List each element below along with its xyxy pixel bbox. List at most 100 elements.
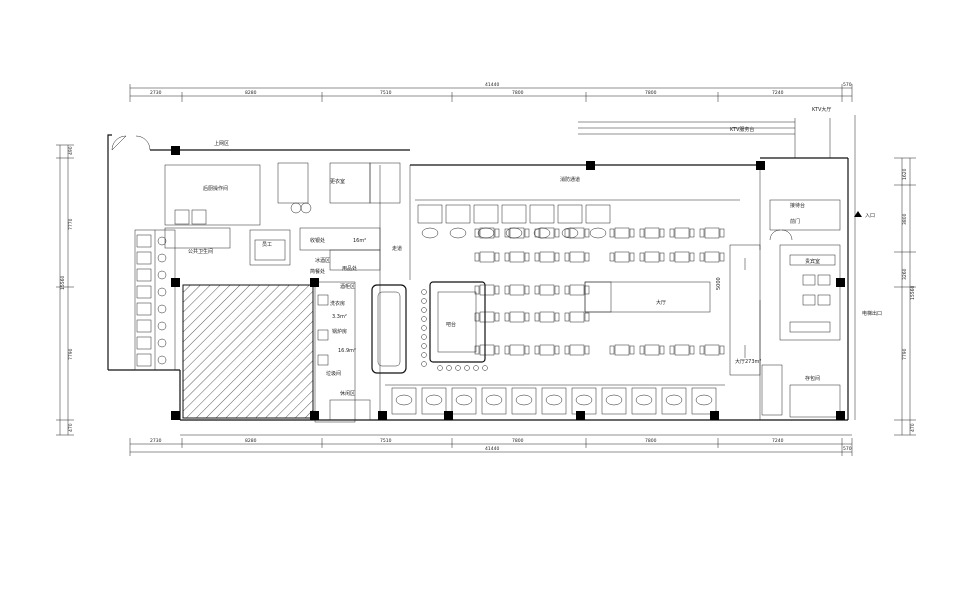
booth: [511, 387, 537, 415]
chair: [669, 252, 675, 262]
chair: [524, 312, 530, 322]
bar-counter: [371, 281, 488, 374]
column: [310, 411, 319, 420]
chair: [554, 252, 560, 262]
toilet-stall: [136, 319, 152, 333]
column: [171, 411, 180, 420]
table: [674, 227, 690, 239]
restroom-stalls: [134, 229, 176, 371]
right-seg-2: 3800: [902, 213, 908, 225]
chair: [629, 345, 635, 355]
bar-stool: [421, 325, 427, 331]
booth-table: [665, 394, 683, 406]
label-main-door: 前门: [790, 218, 800, 225]
bar-stool: [421, 289, 427, 295]
table: [509, 344, 525, 356]
booth-table: [485, 394, 503, 406]
chair: [474, 312, 480, 322]
chair: [504, 252, 510, 262]
top-total-dim: 41440: [485, 82, 499, 88]
table: [614, 344, 630, 356]
toilet-stall: [136, 268, 152, 282]
booth: [451, 387, 477, 415]
top-dimension: 41440 570 2730 8280 7510 7800 7800 7240: [129, 82, 853, 102]
sofa-booth: [501, 204, 527, 224]
chair: [494, 285, 500, 295]
top-extra-dim: 570: [843, 82, 852, 88]
left-small-2: 470: [68, 423, 74, 432]
label-restroom: 公共卫生间: [188, 248, 213, 255]
left-seg-2: 7790: [68, 348, 74, 360]
round-table: [477, 227, 495, 239]
toilet-stall: [136, 251, 152, 265]
table: [569, 251, 585, 263]
bottom-seg-6: 7240: [772, 438, 784, 444]
booth-table: [515, 394, 533, 406]
top-seg-5: 7800: [645, 90, 657, 96]
table: [539, 227, 555, 239]
bar-stool: [421, 307, 427, 313]
chair: [534, 252, 540, 262]
label-internet-area: 上网区: [214, 140, 229, 147]
booth: [481, 387, 507, 415]
column: [378, 411, 387, 420]
label-vip-room: 贵宾室: [805, 258, 820, 265]
chair: [669, 228, 675, 238]
chair: [474, 345, 480, 355]
label-hall-area: 大厅273m²: [735, 358, 761, 365]
chair: [474, 252, 480, 262]
chair: [564, 228, 570, 238]
chair: [494, 228, 500, 238]
chair: [524, 228, 530, 238]
column: [836, 411, 845, 420]
chair: [554, 345, 560, 355]
label-drinks: 酒柜区: [340, 283, 355, 290]
chair: [659, 228, 665, 238]
outer-walls: [107, 115, 856, 436]
sofa-booth: [585, 204, 611, 224]
booth-table: [425, 394, 443, 406]
chair: [719, 252, 725, 262]
chair: [504, 228, 510, 238]
table: [539, 344, 555, 356]
right-dimension: 1620 3800 3260 7790 15560 470: [894, 157, 916, 436]
bar-stool: [421, 361, 427, 367]
table: [509, 251, 525, 263]
round-table: [421, 227, 439, 239]
bottom-seg-3: 7510: [380, 438, 392, 444]
table: [644, 344, 660, 356]
right-small-1: 470: [910, 423, 916, 432]
toilet-stall: [136, 336, 152, 350]
chair: [504, 312, 510, 322]
chair: [554, 312, 560, 322]
chair: [524, 345, 530, 355]
bottom-seg-5: 7800: [645, 438, 657, 444]
booth: [601, 387, 627, 415]
sofa-booth: [557, 204, 583, 224]
chair: [629, 252, 635, 262]
booth: [691, 387, 717, 415]
table: [539, 311, 555, 323]
sink-icon: [157, 287, 167, 297]
booth-table: [545, 394, 563, 406]
booth: [661, 387, 687, 415]
chair: [474, 285, 480, 295]
table: [644, 251, 660, 263]
chair: [639, 252, 645, 262]
sink-icon: [157, 321, 167, 331]
chair: [719, 345, 725, 355]
label-laundry: 洗衣房: [330, 300, 345, 307]
right-seg-4: 7790: [902, 348, 908, 360]
sink-icon: [157, 253, 167, 263]
chair: [494, 312, 500, 322]
chair: [609, 252, 615, 262]
left-total-dim: 15560: [60, 276, 66, 290]
bottom-seg-4: 7800: [512, 438, 524, 444]
bar-stool: [421, 298, 427, 304]
table: [539, 284, 555, 296]
chair: [639, 228, 645, 238]
chair: [719, 228, 725, 238]
table: [614, 251, 630, 263]
booth-table: [395, 394, 413, 406]
chair: [504, 285, 510, 295]
